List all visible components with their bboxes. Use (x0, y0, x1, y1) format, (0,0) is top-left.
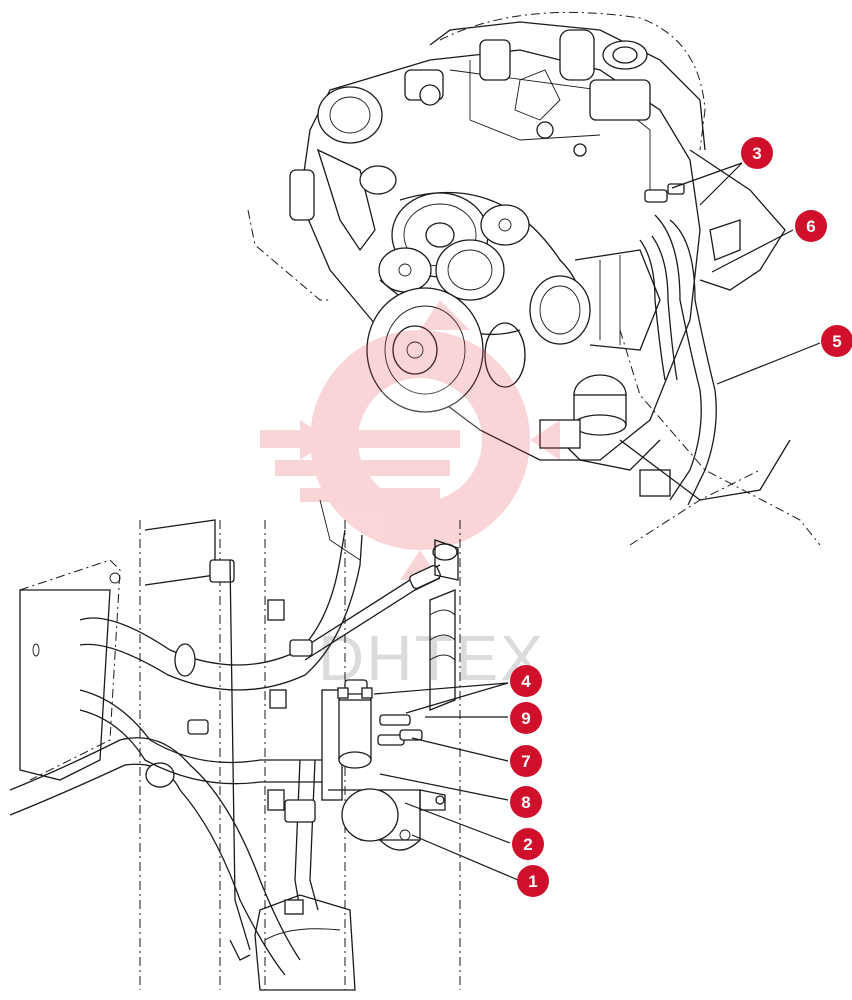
svg-text:8: 8 (521, 793, 530, 812)
engine-assembly (247, 11, 821, 546)
callout-2[interactable]: 2 (512, 828, 544, 860)
leader-3b (699, 162, 743, 206)
leader-5 (716, 342, 821, 385)
svg-text:3: 3 (752, 144, 761, 163)
leader-3a (671, 162, 743, 189)
receiver-drier-assembly (9, 499, 461, 991)
svg-text:2: 2 (523, 835, 532, 854)
callout-1[interactable]: 1 (517, 865, 549, 897)
leader-4b (405, 682, 509, 714)
leader-7 (411, 737, 509, 762)
svg-text:4: 4 (521, 672, 531, 691)
svg-text:1: 1 (528, 872, 537, 891)
svg-text:6: 6 (806, 217, 815, 236)
leader-lines (373, 162, 821, 881)
callout-9[interactable]: 9 (510, 702, 542, 734)
callout-4[interactable]: 4 (510, 665, 542, 697)
leader-1 (411, 834, 519, 881)
callout-3[interactable]: 3 (741, 137, 773, 169)
watermark-logo (260, 300, 560, 580)
svg-text:5: 5 (832, 332, 841, 351)
svg-text:9: 9 (521, 709, 530, 728)
callout-8[interactable]: 8 (510, 786, 542, 818)
callout-7[interactable]: 7 (510, 745, 542, 777)
leader-6 (711, 229, 794, 273)
svg-text:7: 7 (521, 752, 530, 771)
leader-8 (379, 773, 509, 801)
callout-5[interactable]: 5 (821, 325, 852, 357)
leader-2 (404, 802, 511, 844)
leader-4a (373, 682, 509, 695)
callout-6[interactable]: 6 (795, 210, 827, 242)
